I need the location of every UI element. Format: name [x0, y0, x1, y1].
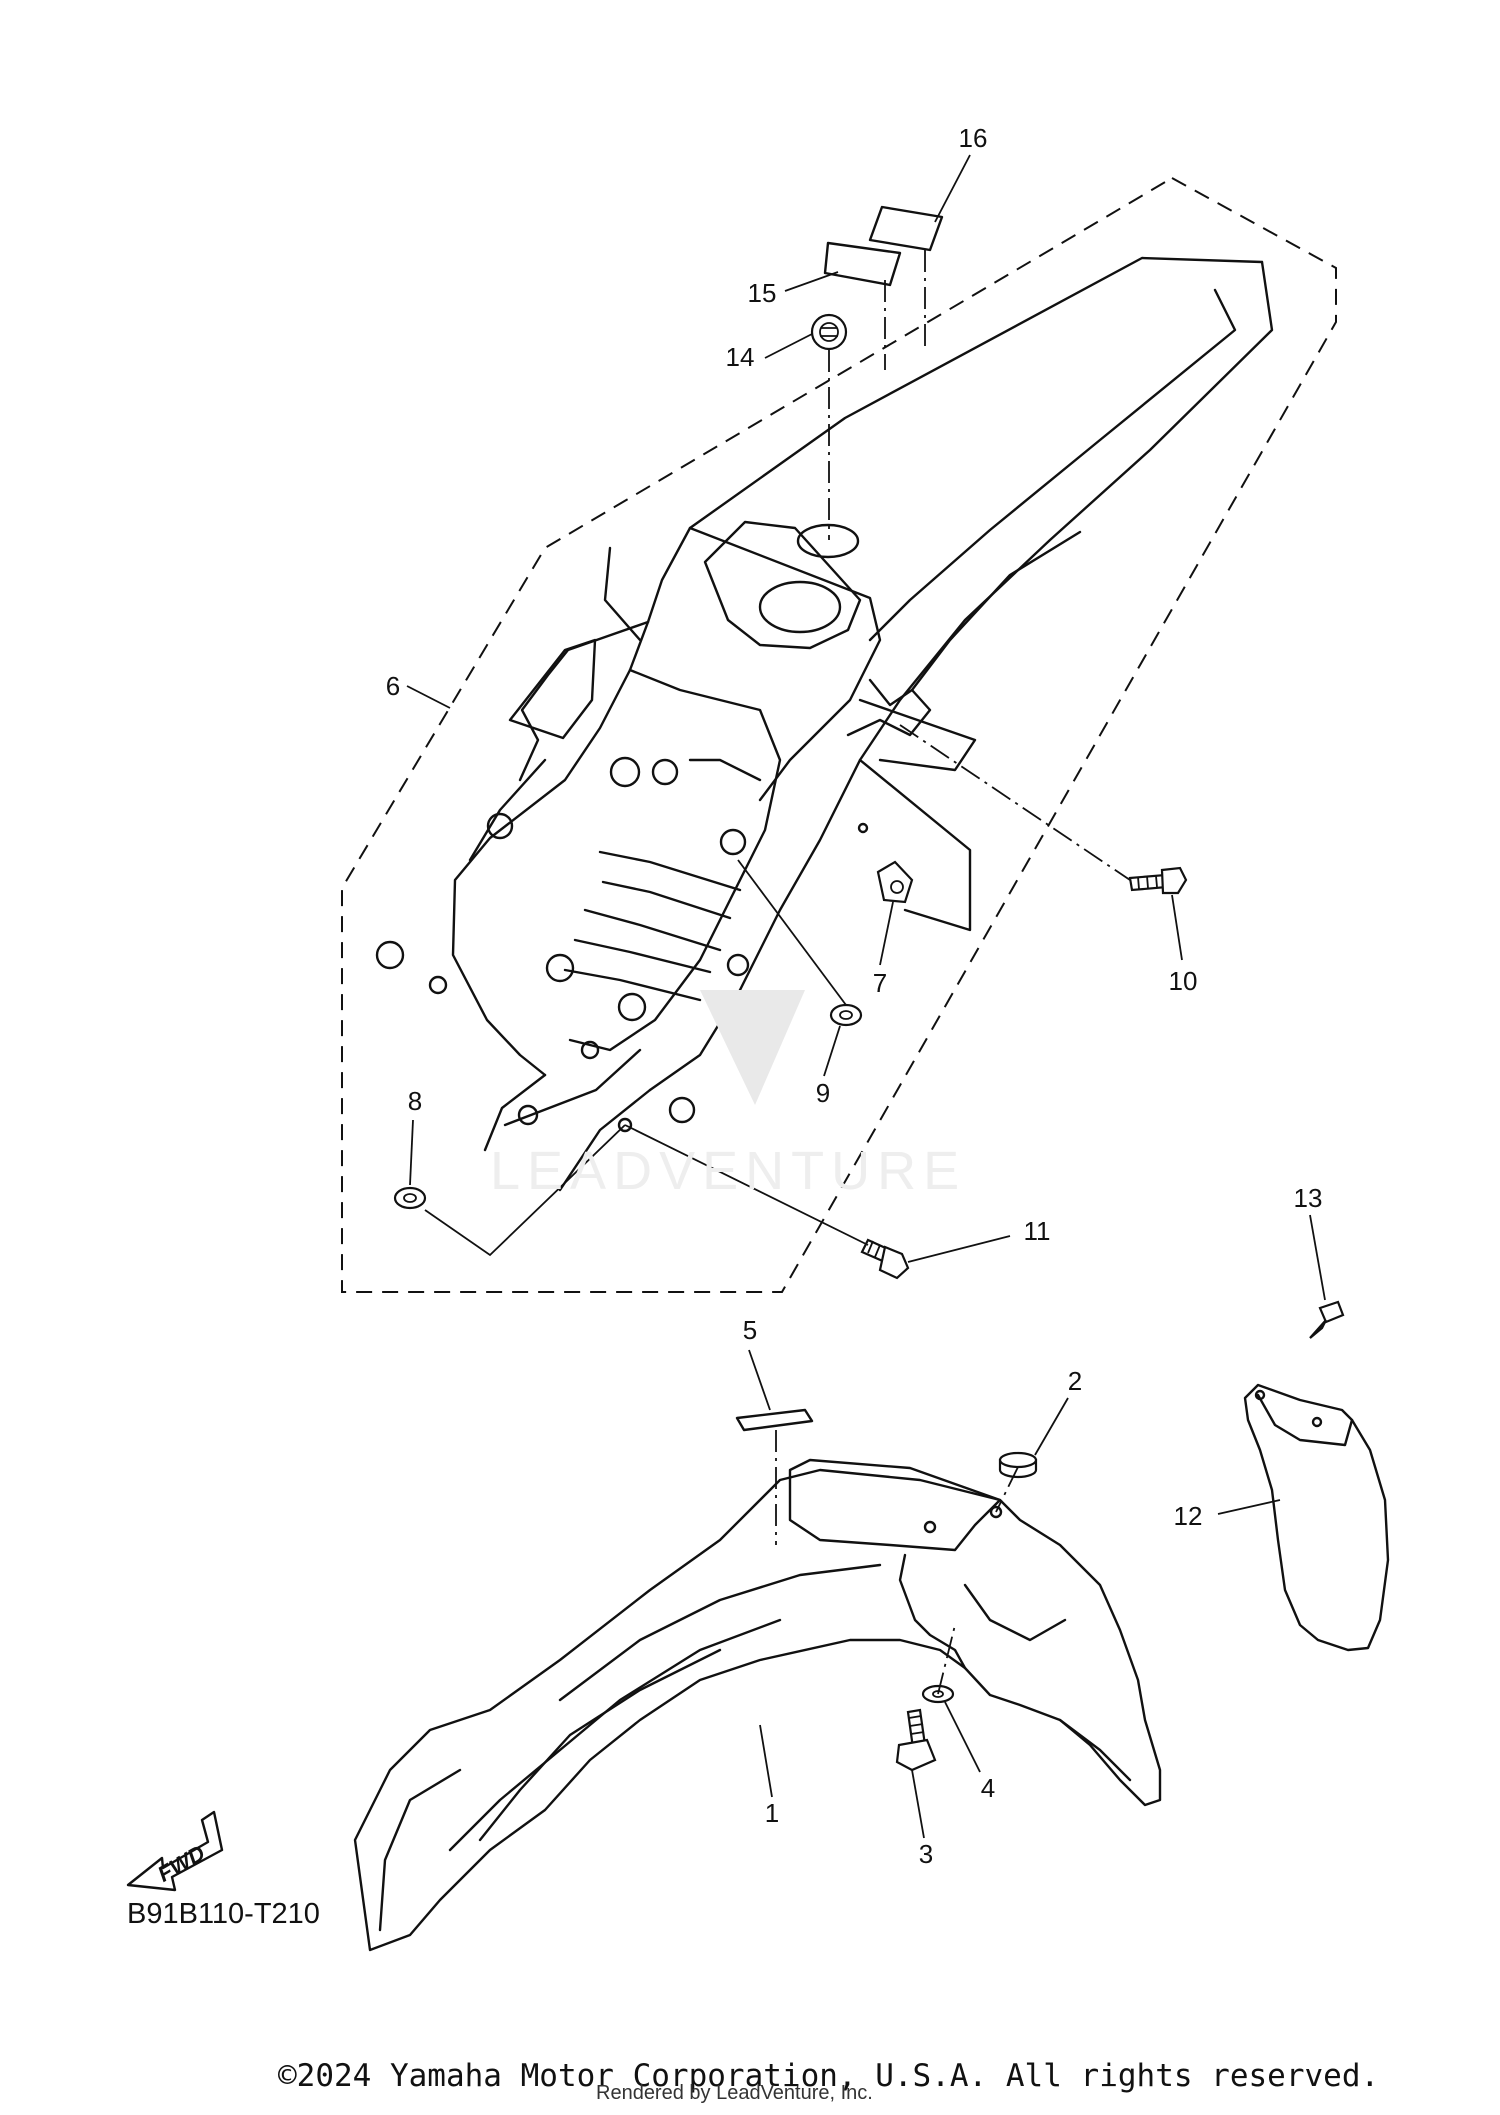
watermark-logo	[700, 990, 805, 1105]
front-fender-decal	[735, 1408, 814, 1432]
callout-3: 3	[919, 1839, 933, 1869]
leader-11	[907, 1235, 1011, 1263]
rear-fender	[375, 256, 1274, 1192]
rear-fender-assembly-outline	[341, 176, 1337, 1293]
leader-10	[1171, 894, 1183, 961]
fork-guard	[1243, 1383, 1390, 1652]
leader-5	[748, 1349, 771, 1411]
bolt-11	[860, 1238, 910, 1280]
callout-16: 16	[959, 123, 988, 153]
callout-15: 15	[748, 278, 777, 308]
grommet-9	[829, 1003, 863, 1027]
diagram-code: B91B110-T210	[127, 1898, 320, 1930]
leader-12	[1217, 1499, 1281, 1515]
callout-12: 12	[1174, 1501, 1203, 1531]
leader-9	[823, 1025, 841, 1077]
leader-14	[764, 333, 813, 359]
front-fender	[353, 1458, 1162, 1952]
leader-16	[934, 154, 971, 223]
collar-8	[393, 1186, 427, 1210]
leader-15	[784, 271, 839, 292]
leader-7	[879, 901, 894, 966]
callout-14: 14	[726, 342, 755, 372]
callout-11: 11	[1024, 1216, 1051, 1246]
leader-13	[1309, 1214, 1326, 1301]
nut-7	[876, 860, 914, 904]
forward-arrow: FWD	[126, 1810, 224, 1892]
callout-5: 5	[743, 1315, 757, 1345]
bolt-11-center-line	[624, 1124, 869, 1246]
leader-1	[759, 1724, 773, 1798]
leader-8	[409, 1119, 414, 1186]
callout-4: 4	[981, 1773, 995, 1803]
grommet-9-center-line	[737, 859, 847, 1006]
decal-15	[823, 241, 902, 287]
copyright-notice: ©2024 Yamaha Motor Corporation, U.S.A. A…	[278, 2058, 1380, 2094]
callout-10: 10	[1169, 966, 1198, 996]
screw-13	[1309, 1300, 1345, 1339]
emblem	[810, 313, 848, 351]
callout-9: 9	[816, 1078, 830, 1108]
callout-13: 13	[1294, 1183, 1323, 1213]
washer-4-center-line	[937, 1624, 956, 1695]
leader-6	[406, 685, 451, 709]
rendered-by-credit: Rendered by LeadVenture, Inc.	[596, 2082, 873, 2104]
leader-3	[911, 1769, 925, 1839]
collar-2-center-line	[995, 1466, 1019, 1513]
callout-8: 8	[408, 1086, 422, 1116]
leader-2	[1034, 1397, 1069, 1456]
bolt-3	[895, 1708, 937, 1772]
bolt-10	[1128, 866, 1188, 895]
callout-2: 2	[1068, 1366, 1082, 1396]
collar-8-center-line	[424, 1124, 626, 1257]
leader-4	[944, 1701, 981, 1773]
callout-6: 6	[386, 671, 400, 701]
bolt-10-center-line	[899, 724, 1131, 881]
decal-16	[868, 205, 944, 252]
watermark-text: LEADVENTURE	[490, 1141, 967, 1201]
callout-7: 7	[873, 968, 887, 998]
collar-2	[998, 1451, 1038, 1479]
callout-1: 1	[765, 1798, 779, 1828]
